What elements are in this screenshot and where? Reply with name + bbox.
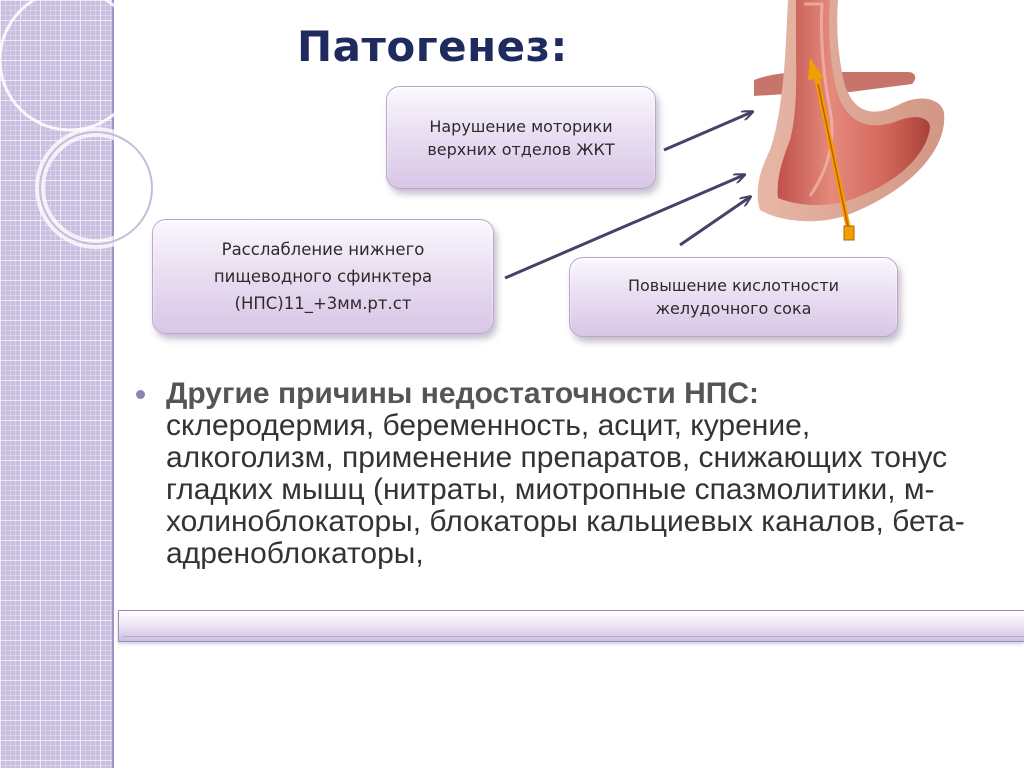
slide-title: Патогенез: [297, 22, 568, 71]
bullet-lead: Другие причины недостаточности НПС: [166, 378, 759, 410]
cause-box-motility: Нарушение моторики верхних отделов ЖКТ [386, 86, 656, 189]
other-causes-bullet: Другие причины недостаточности НПС: скле… [136, 378, 966, 610]
bottom-decorative-bar [118, 610, 1024, 642]
bullet-dot-icon [136, 390, 145, 399]
bottom-bar-inner [123, 615, 1024, 637]
arrow-motility [663, 112, 752, 152]
decorative-rings [0, 0, 157, 249]
bullet-text: Другие причины недостаточности НПС: скле… [136, 378, 966, 570]
cause-box-acidity: Повышение кислотности желудочного сока [569, 257, 898, 337]
cause-box-sphincter-relaxation: Расслабление нижнего пищеводного сфинкте… [152, 219, 494, 334]
esophagus-stomach-illustration [754, 0, 945, 241]
bullet-body: склеродермия, беременность, асцит, курен… [166, 409, 965, 570]
